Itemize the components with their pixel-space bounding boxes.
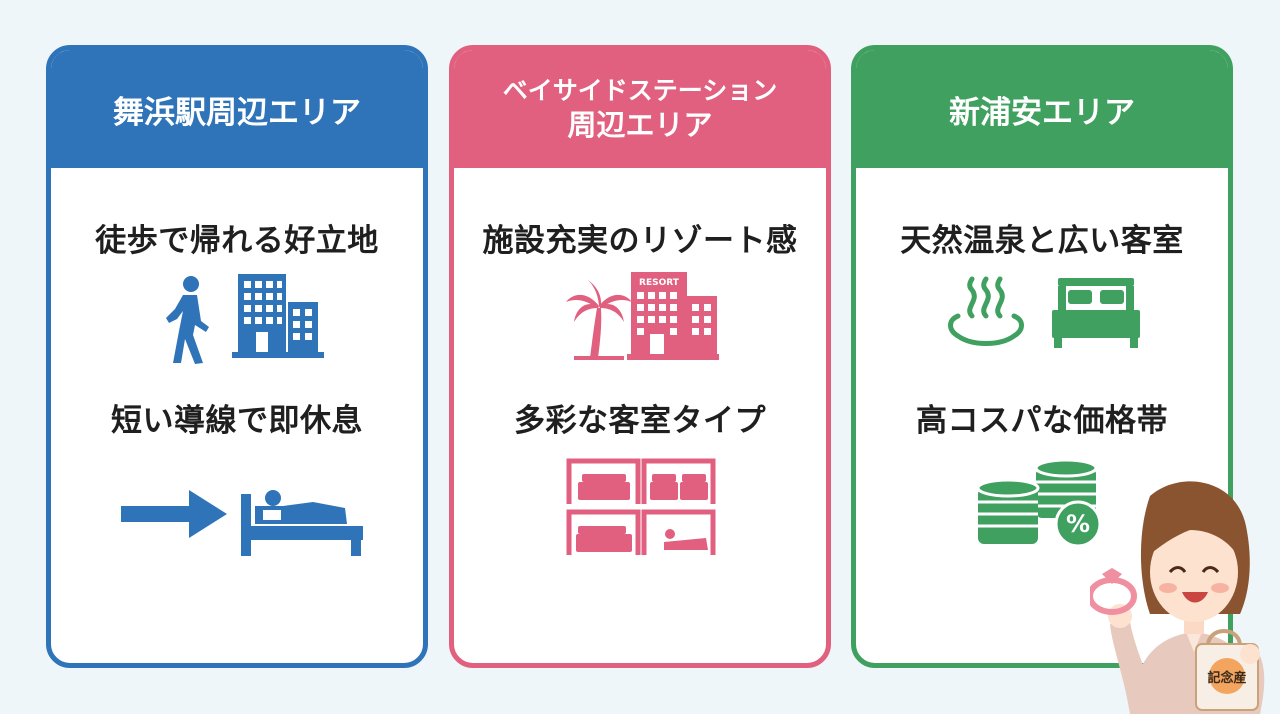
- maihama-area-card: 舞浜駅周辺エリア 徒歩で帰れる好立地 短い導線で即休息: [46, 45, 428, 668]
- hot-spring-icon: [944, 276, 1028, 350]
- card-header: 新浦安エリア: [856, 50, 1228, 168]
- card-header: ベイサイドステーション 周辺エリア: [454, 50, 826, 168]
- building-icon: [232, 274, 324, 358]
- feature-text: 短い導線で即休息: [111, 403, 363, 439]
- feature-text: 天然温泉と広い客室: [900, 223, 1184, 259]
- percent-symbol: %: [1066, 510, 1090, 538]
- arrow-right-icon: [121, 488, 231, 540]
- feature-text: 高コスパな価格帯: [916, 403, 1168, 439]
- card-title-line2: 周辺エリア: [567, 107, 713, 142]
- person-in-bed-icon: [241, 480, 363, 558]
- resort-hotel-icon: RESORT: [627, 272, 719, 360]
- room-types-grid-icon: [566, 458, 716, 558]
- card-header: 舞浜駅周辺エリア: [51, 50, 423, 168]
- card-title: 舞浜駅周辺エリア: [113, 94, 361, 131]
- double-bed-icon: [1052, 278, 1140, 348]
- walking-person-icon: [161, 275, 217, 365]
- feature-text: 徒歩で帰れる好立地: [95, 223, 379, 259]
- card-title-line1: ベイサイドステーション: [502, 76, 778, 106]
- bayside-station-area-card: ベイサイドステーション 周辺エリア 施設充実のリゾート感 RESORT: [449, 45, 831, 668]
- palm-tree-icon: [564, 278, 634, 360]
- smiling-woman-character: 記念産: [1090, 476, 1280, 714]
- resort-sign: RESORT: [639, 278, 680, 288]
- coins-percent-icon: %: [974, 460, 1104, 550]
- card-title: 新浦安エリア: [949, 94, 1135, 131]
- feature-text: 施設充実のリゾート感: [482, 223, 798, 259]
- feature-text: 多彩な客室タイプ: [514, 403, 766, 439]
- bag-label: 記念産: [1207, 670, 1246, 686]
